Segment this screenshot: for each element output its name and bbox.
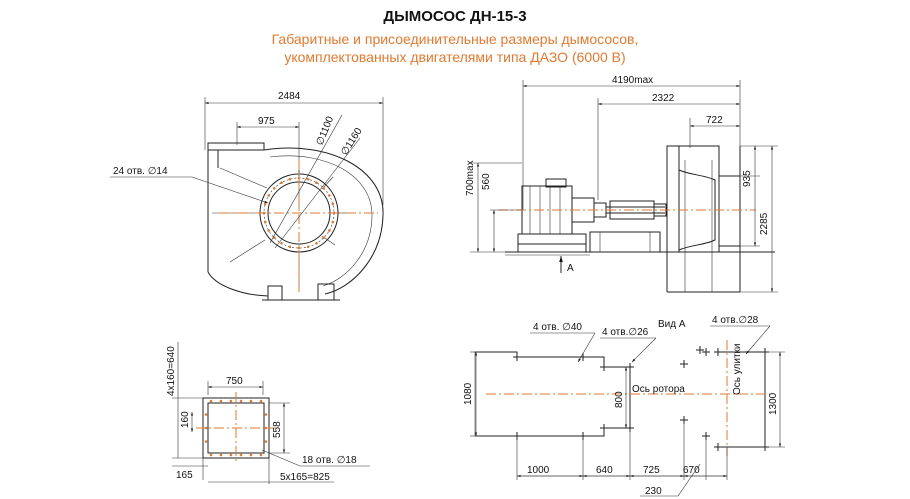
hole-cross (600, 424, 608, 432)
dim-4190max: 4190max (612, 75, 653, 86)
bolt-hole (264, 426, 268, 430)
hole-cross (513, 353, 521, 361)
bolt-hole (264, 413, 268, 416)
bolt-hole (239, 453, 243, 457)
bolt-hole (263, 202, 267, 206)
bolt-hole (249, 453, 253, 457)
dim-4x160-640: 4x160=640 (166, 346, 177, 396)
dim-670: 670 (683, 465, 700, 476)
dim-165: 165 (176, 470, 193, 481)
front-holes-label: 24 отв. ∅14 (113, 166, 168, 177)
front-view: 2484 975 (110, 91, 384, 301)
outlet-bolt-holes (204, 399, 268, 457)
view-a-label: Вид А (658, 319, 686, 330)
bolt-hole (219, 399, 223, 403)
dim-2285: 2285 (759, 212, 770, 235)
hole-cross (714, 443, 722, 451)
dim-1300: 1300 (768, 392, 779, 415)
bolt-hole (239, 399, 243, 403)
bolt-hole (280, 181, 283, 184)
hole-cross (680, 360, 688, 368)
bolt-hole (259, 399, 263, 403)
hole-cross (579, 353, 587, 361)
foundation-view: Вид А Ось ротора Ось улитки 4 отв. ∅40 4… (463, 315, 785, 497)
dim-2484: 2484 (278, 91, 301, 102)
page-title: ДЫМОСОС ДН-15-3 (383, 8, 527, 25)
outlet-holes-label: 18 отв. ∅18 (302, 455, 357, 466)
bolt-hole (267, 194, 271, 197)
bolt-hole (306, 245, 310, 249)
bolt-hole (328, 194, 331, 197)
bolt-hole (297, 246, 301, 250)
dim-935: 935 (742, 170, 753, 187)
subtitle-line-2: укомплектованных двигателями типа ДАЗО (… (284, 49, 626, 65)
bolt-hole (315, 242, 318, 245)
bolt-hole (306, 177, 310, 181)
hole-cross (714, 348, 722, 356)
subtitle-line-1: Габаритные и присоединительные размеры д… (271, 31, 639, 47)
hole-crosses (513, 346, 769, 451)
view-arrow-label: А (567, 263, 574, 274)
dim-230: 230 (645, 486, 662, 497)
bolt-hole (229, 399, 233, 403)
bolt-hole (264, 440, 268, 443)
bolt-hole (273, 187, 276, 190)
dim-dia-1160: ∅1160 (339, 126, 365, 158)
bolt-hole (263, 220, 267, 224)
bolt-hole (315, 181, 318, 184)
side-view: 4190max 2322 722 (465, 75, 778, 293)
hole-cross (696, 346, 704, 354)
outlet-view: 750 4x160=640 160 558 165 5x165=825 18 о… (166, 342, 370, 484)
dim-800: 800 (614, 391, 625, 408)
bolt-hole (229, 453, 233, 457)
dim-750: 750 (226, 376, 243, 387)
volute-axis-label: Ось улитки (732, 343, 743, 395)
holes-26-label: 4 отв.∅26 (602, 327, 649, 338)
rotor-axis-label: Ось ротора (632, 384, 685, 395)
hole-cross (600, 363, 608, 371)
bolt-hole (322, 236, 326, 239)
bolt-hole (288, 245, 292, 249)
dim-160: 160 (180, 411, 191, 428)
bolt-hole (204, 413, 208, 416)
dim-1000: 1000 (527, 465, 550, 476)
bolt-hole (249, 399, 253, 403)
dim-2322: 2322 (652, 93, 675, 104)
bolt-hole (280, 242, 283, 245)
dim-560: 560 (481, 173, 492, 190)
dim-1080: 1080 (463, 382, 474, 405)
dim-722: 722 (706, 115, 723, 126)
bolt-hole (267, 229, 271, 232)
bolt-hole (204, 440, 208, 443)
bolt-hole (331, 202, 335, 206)
bolt-hole (322, 187, 326, 190)
dim-558: 558 (272, 421, 283, 438)
dim-5x165-825: 5x165=825 (280, 472, 330, 483)
bolt-hole (209, 453, 213, 457)
hole-cross (702, 348, 710, 356)
holes-40-label: 4 отв. ∅40 (533, 322, 582, 333)
dim-975: 975 (258, 116, 275, 127)
hole-cross (626, 363, 634, 371)
dim-640: 640 (596, 465, 613, 476)
bolt-hole (219, 453, 223, 457)
bolt-hole (209, 399, 213, 403)
bolt-hole (331, 220, 335, 224)
dim-700max: 700max (465, 160, 476, 196)
bolt-hole (259, 453, 263, 457)
holes-28-label: 4 отв.∅28 (712, 315, 759, 326)
bolt-hole (288, 177, 292, 181)
bolt-hole (328, 229, 331, 232)
dim-725: 725 (643, 465, 660, 476)
